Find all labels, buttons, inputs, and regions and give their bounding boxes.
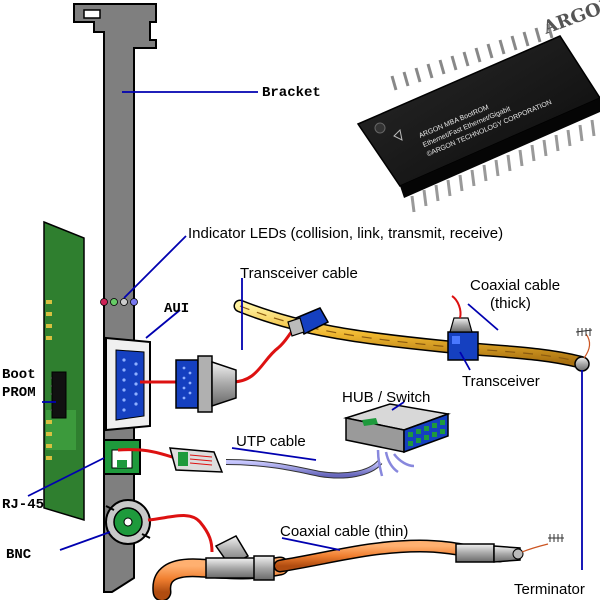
label-coaxial-thick-line2: (thick) (490, 295, 531, 312)
leader-rj45 (27, 457, 105, 497)
label-bracket: Bracket (262, 85, 321, 101)
pcb-gold-fingers (46, 300, 52, 460)
utp-cable (117, 447, 383, 479)
led-link (110, 298, 118, 306)
label-indicator-leds: Indicator LEDs (collision, link, transmi… (188, 225, 503, 242)
label-coaxial-thin: Coaxial cable (thin) (280, 523, 408, 540)
label-utp-cable: UTP cable (236, 433, 306, 450)
chip-pins-bottom (410, 119, 596, 213)
hub-ports (408, 420, 445, 446)
rj45-port (103, 439, 141, 475)
aui-plug (175, 355, 237, 413)
leader-coaxial-thin (281, 537, 341, 551)
leader-hub-switch (391, 401, 405, 411)
thick-coaxial-cable (233, 299, 593, 372)
label-aui: AUI (164, 301, 189, 317)
pcb-board (43, 220, 85, 522)
boot-rom-chip: ARGON MBA BootROM Ethernet/Fast Ethernet… (356, 0, 600, 213)
label-transceiver: Transceiver (462, 373, 540, 390)
leader-transceiver (459, 351, 471, 371)
leader-bnc (59, 531, 111, 551)
indicator-leds (100, 298, 138, 306)
bnc-t-connector (205, 535, 275, 581)
label-terminator: Terminator (514, 581, 585, 598)
leader-utp-cable (231, 447, 317, 461)
thick-coax-end-wires (575, 328, 593, 336)
rj45-plug (168, 447, 224, 473)
label-boot-prom-line2: PROM (2, 385, 36, 401)
boot-prom-chip-on-board (50, 371, 67, 419)
leader-aui (145, 309, 181, 339)
chip-pins-top (390, 23, 554, 91)
led-transmit (120, 298, 128, 306)
leader-indicator-leds (123, 235, 187, 299)
hub-patch-cables (376, 449, 415, 477)
cable-clamp (287, 307, 330, 337)
led-receive (130, 298, 138, 306)
label-boot-prom-line1: Boot (2, 367, 36, 383)
hub-switch-device (343, 403, 451, 477)
thin-coaxial-cable (147, 514, 564, 600)
label-hub-switch: HUB / Switch (342, 389, 430, 406)
bracket (73, 3, 157, 593)
label-coaxial-thick-line1: Coaxial cable (470, 277, 560, 294)
label-bnc: BNC (6, 547, 32, 563)
bnc-port (105, 499, 151, 545)
transceiver-device (447, 295, 479, 361)
label-rj45: RJ-45 (2, 497, 44, 513)
bnc-terminator (455, 534, 564, 563)
label-transceiver-cable: Transceiver cable (240, 265, 358, 282)
transceiver-cable (140, 322, 301, 413)
aui-port (105, 336, 151, 432)
chip-logo: ARGON (540, 0, 600, 39)
leader-coaxial-thick (467, 303, 499, 331)
led-collision (100, 298, 108, 306)
leader-lines (27, 91, 583, 570)
